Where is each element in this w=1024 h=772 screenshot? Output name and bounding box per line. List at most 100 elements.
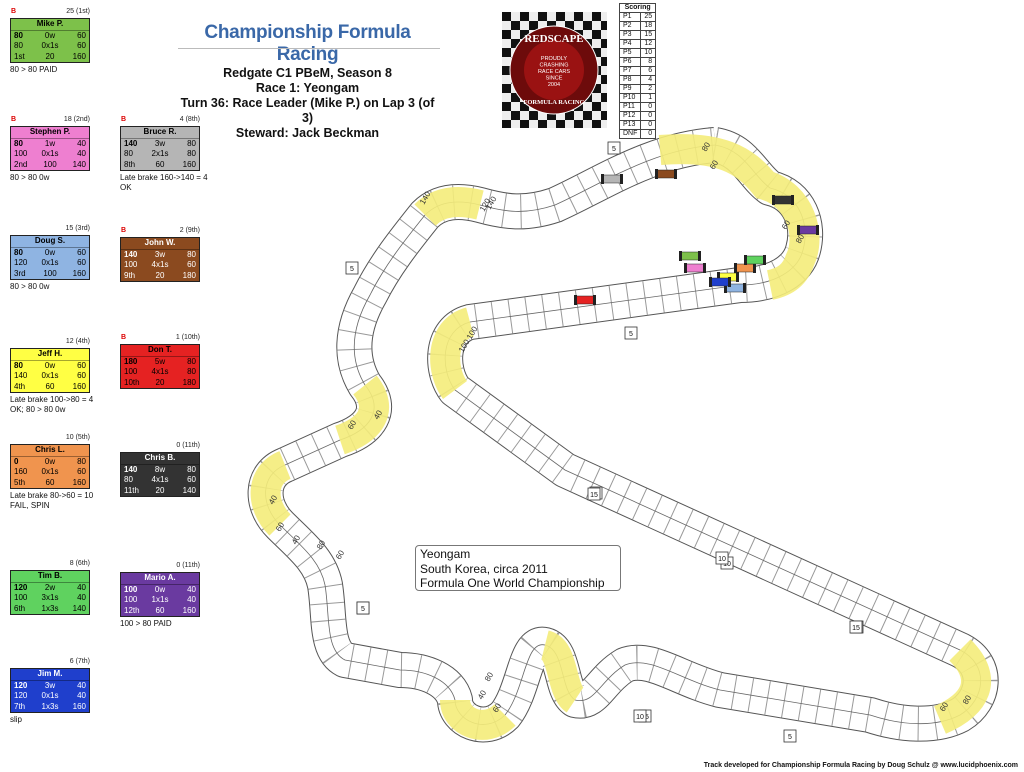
driver-stat: 80 [14,247,23,257]
driver-stat: 100 [14,149,28,158]
driver-name: John W. [121,238,199,250]
distance-sign-label: 5 [629,331,633,338]
driver-stat: 120 [14,680,28,690]
driver-points: 12 (4th) [65,338,90,345]
driver-name: Bruce R. [121,127,199,139]
driver-stat: 12th [124,605,140,615]
race-car [734,263,756,273]
distance-sign-label: 5 [612,146,616,153]
driver-stat: 60 [45,477,55,487]
driver-name: Jeff H. [11,349,89,361]
car-body [709,277,731,287]
driver-stat: 40 [77,593,86,602]
driver-points: 6 (7th) [69,658,90,665]
driver-stat: 180 [182,270,196,280]
driver-stat: 80 [124,149,133,158]
driver-name: Mike P. [11,19,89,31]
driver-stat: 180 [124,356,138,366]
brake-flag: B [121,227,127,234]
driver-stat: 40 [187,595,196,604]
driver-stat: 60 [155,159,165,169]
car-rear-wing [601,174,604,184]
driver-stat: 60 [77,247,86,257]
distance-sign-box [345,261,359,275]
driver-stat: 40 [77,138,86,148]
car-body [574,295,596,305]
driver-name: Mario A. [121,573,199,585]
driver-stat: 4th [14,381,26,391]
driver-stat: 140 [124,249,138,259]
driver-stat: 40 [77,691,86,700]
season-label: Redgate C1 PBeM, Season 8 [223,66,392,80]
car-body [744,255,766,265]
driver-stat: 60 [77,30,86,40]
driver-stat: 0w [44,30,56,40]
car-front-wing [703,263,706,273]
race-car [679,251,701,261]
race-car [574,295,596,305]
driver-stat: 1w [44,138,56,148]
car-body [601,174,623,184]
driver-stat: 80 [187,249,196,259]
car-front-wing [620,174,623,184]
scoring-points: 0 [640,129,657,139]
driver-stat: 0x1s [41,467,59,476]
race-car [772,195,794,205]
race-header: Championship Formula Racing Redgate C1 P… [175,22,440,141]
scoring-position: DNF [618,129,642,139]
driver-stat: 100 [124,260,138,269]
driver-stat: 60 [45,381,55,391]
brake-flag: B [11,116,17,123]
car-body [797,225,819,235]
driver-stat: 0w [44,360,56,370]
car-front-wing [791,195,794,205]
car-front-wing [593,295,596,305]
driver-stat: 100 [124,584,138,594]
driver-stat: 160 [182,159,196,169]
distance-sign-label: 10 [723,561,731,568]
driver-points: 2 (9th) [179,227,200,234]
car-front-wing [743,283,746,293]
race-label: Race 1: Yeongam [255,81,360,95]
distance-sign: 5 [356,601,370,615]
car-front-wing [736,272,739,282]
distance-sign-label: 15 [590,492,598,499]
car-rear-wing [717,272,720,282]
driver-stat: 60 [77,371,86,380]
distance-sign-label: 5 [350,266,354,273]
driver-stat: 60 [187,475,196,484]
driver-note: 80 > 80 0w [10,282,50,291]
driver-stat: 0x1s [41,149,59,158]
driver-stat: 3w [154,138,166,148]
brake-flag: B [11,8,17,15]
driver-note: slip [10,715,23,724]
driver-stat: 20 [45,51,55,61]
driver-stat: 120 [14,258,28,267]
driver-stat: 7th [14,701,26,711]
driver-note: Late brake 100->80 = 4 OK; 80 > 80 0w [10,395,94,414]
car-front-wing [728,277,731,287]
driver-stat: 80 [187,367,196,376]
race-car [709,277,731,287]
driver-stat: 160 [72,51,86,61]
driver-stat: 160 [72,381,86,391]
corner-zone [250,451,292,536]
